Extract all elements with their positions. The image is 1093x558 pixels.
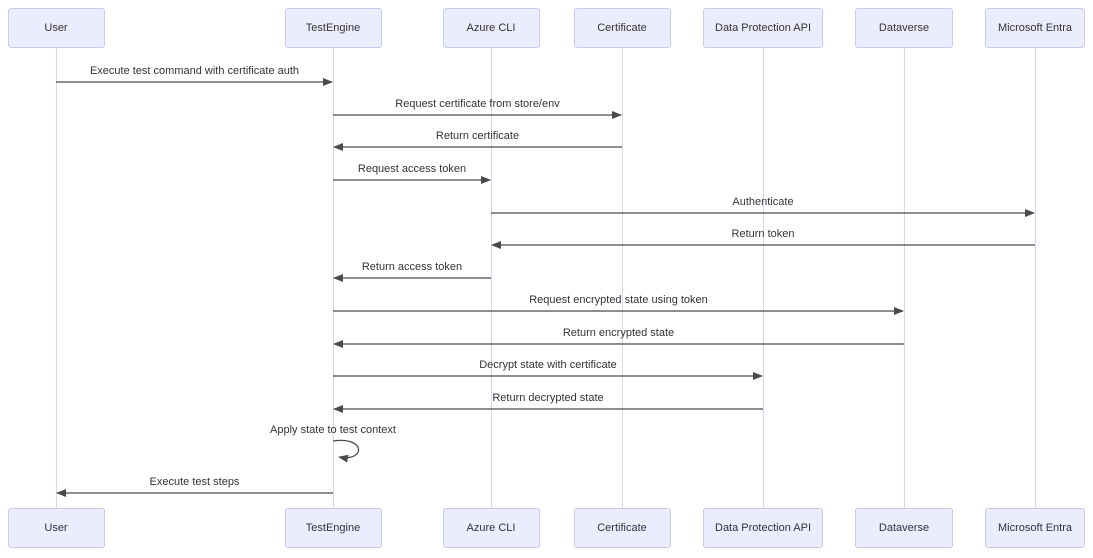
actor-label: Dataverse <box>878 522 930 534</box>
actor-testengine-bottom: TestEngine <box>284 508 382 548</box>
actor-label: Azure CLI <box>466 522 516 534</box>
actor-microsoftentra-bottom: Microsoft Entra <box>985 508 1085 548</box>
message-label-12: Execute test steps <box>149 476 240 488</box>
actor-label: Dataverse <box>878 22 930 34</box>
actor-dataprotectionapi-bottom: Data Protection API <box>703 508 823 548</box>
message-label-8: Return encrypted state <box>562 327 675 339</box>
message-label-6: Return access token <box>361 261 463 273</box>
actor-microsoftentra-top: Microsoft Entra <box>985 8 1085 48</box>
actor-label: TestEngine <box>305 522 361 534</box>
actor-dataverse-bottom: Dataverse <box>855 508 953 548</box>
lifeline-azurecli <box>491 48 492 508</box>
message-label-0: Execute test command with certificate au… <box>89 65 300 77</box>
actor-label: User <box>44 22 68 34</box>
actor-azurecli-top: Azure CLI <box>442 8 540 48</box>
message-label-1: Request certificate from store/env <box>395 98 560 110</box>
message-label-4: Authenticate <box>732 196 794 208</box>
actor-label: Data Protection API <box>715 22 811 34</box>
actor-label: Certificate <box>597 22 647 34</box>
actor-user-top: User <box>7 8 105 48</box>
message-label-9: Decrypt state with certificate <box>479 359 617 371</box>
actor-label: User <box>44 522 68 534</box>
message-label-7: Request encrypted state using token <box>529 294 708 306</box>
message-label-11: Apply state to test context <box>270 424 396 436</box>
message-label-5: Return token <box>731 228 795 240</box>
actor-label: Data Protection API <box>715 522 811 534</box>
message-label-3: Request access token <box>357 163 467 175</box>
lifeline-dataverse <box>904 48 905 508</box>
lifeline-certificate <box>622 48 623 508</box>
actor-certificate-top: Certificate <box>573 8 671 48</box>
actor-label: TestEngine <box>305 22 361 34</box>
actor-testengine-top: TestEngine <box>284 8 382 48</box>
actor-label: Microsoft Entra <box>998 22 1072 34</box>
actor-certificate-bottom: Certificate <box>573 508 671 548</box>
actor-dataverse-top: Dataverse <box>855 8 953 48</box>
message-label-2: Return certificate <box>435 130 520 142</box>
actor-user-bottom: User <box>7 508 105 548</box>
lifeline-microsoftentra <box>1035 48 1036 508</box>
actor-label: Microsoft Entra <box>998 522 1072 534</box>
actor-dataprotectionapi-top: Data Protection API <box>703 8 823 48</box>
message-selfloop-11 <box>332 439 360 463</box>
message-label-10: Return decrypted state <box>492 392 604 404</box>
lifeline-user <box>56 48 57 508</box>
actor-label: Azure CLI <box>466 22 516 34</box>
actor-label: Certificate <box>597 522 647 534</box>
actor-azurecli-bottom: Azure CLI <box>442 508 540 548</box>
lifeline-dataprotectionapi <box>763 48 764 508</box>
